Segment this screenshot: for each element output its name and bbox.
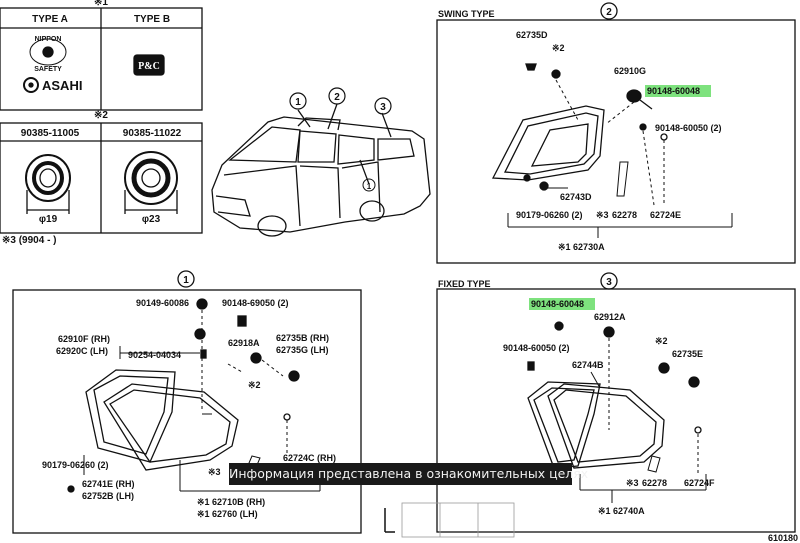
label-fixed-90148-60050: 90148-60050 (2)	[503, 343, 570, 353]
label-62912a: 62912A	[594, 312, 626, 322]
type-b-badge: P&C	[133, 54, 165, 76]
quarter-window-panel	[12, 270, 362, 534]
figure-code: 610180	[768, 533, 798, 543]
quarter-number: 1	[183, 275, 189, 286]
label-62740a: ※1 62740A	[598, 506, 645, 516]
label-swing-90148-60050: 90148-60050 (2)	[655, 123, 722, 133]
asahi-logo	[23, 77, 39, 93]
label-62744b: 62744B	[572, 360, 604, 370]
safety-text: SAFETY	[34, 66, 62, 73]
label-90254-04034: 90254-04034	[128, 350, 181, 360]
label-swing-90179-06260: 90179-06260 (2)	[516, 210, 583, 220]
marker-top: ※1	[94, 0, 108, 8]
label-fixed-90148-60048: 90148-60048	[531, 299, 584, 309]
fixed-type-number: 3	[606, 277, 612, 288]
label-swing-90148-60048: 90148-60048	[647, 86, 700, 96]
asahi-text: ASAHI	[42, 78, 82, 93]
type-a-header: TYPE A	[32, 14, 68, 25]
fixed-type-labels: FIXED TYPE 3 90148-60048 62912A 90148-60…	[438, 277, 715, 516]
label-fixed-mark2: ※2	[655, 336, 668, 346]
label-62730a: ※1 62730A	[558, 242, 605, 252]
label-swing-mark2: ※2	[552, 43, 565, 53]
swing-type-title: SWING TYPE	[438, 9, 495, 19]
label-fixed-62278: 62278	[642, 478, 667, 488]
info-banner: Информация представлена в ознакомительны…	[229, 463, 588, 485]
label-62743d: 62743D	[560, 192, 592, 202]
label-fixed-mark3: ※3	[626, 478, 639, 488]
svg-text:P&C: P&C	[138, 61, 160, 72]
label-swing-62278: 62278	[612, 210, 637, 220]
glass-type-table: P&C	[0, 7, 203, 234]
swing-type-labels: SWING TYPE 2 62735D ※2 62910G 90148-6004…	[438, 7, 722, 252]
table-text: ※1 TYPE A TYPE B NIPPON SAFETY ASAHI ※2 …	[2, 0, 182, 246]
label-swing-mark3: ※3	[596, 210, 609, 220]
nippon-text: NIPPON	[35, 36, 62, 43]
van-callout-1: 1	[295, 97, 301, 108]
highlight-swing-90148-60048	[645, 85, 711, 97]
fixed-type-title: FIXED TYPE	[438, 279, 491, 289]
swing-type-number: 2	[606, 7, 612, 18]
label-62735g: 62735G (LH)	[276, 345, 329, 355]
label-62724e: 62724E	[650, 210, 681, 220]
quarter-window-labels: 1 90149-60086 90148-69050 (2) 62910F (RH…	[42, 275, 336, 519]
label-quarter-90179-06260: 90179-06260 (2)	[42, 460, 109, 470]
van-illustration	[211, 103, 431, 237]
note-3: ※3 (9904 - )	[2, 235, 57, 246]
type-b-header: TYPE B	[134, 14, 170, 25]
label-62760: ※1 62760 (LH)	[197, 509, 258, 519]
fixed-type-panel	[436, 272, 796, 533]
highlight-fixed-90148-60048	[529, 298, 595, 310]
label-quarter-mark3: ※3	[208, 467, 221, 477]
label-62910g: 62910G	[614, 66, 646, 76]
nippon-safety-logo	[29, 38, 67, 66]
diameter-23: φ23	[142, 214, 161, 225]
label-90149-60086: 90149-60086	[136, 298, 189, 308]
label-62735d: 62735D	[516, 30, 548, 40]
label-62724f: 62724F	[684, 478, 715, 488]
label-62910f: 62910F (RH)	[58, 334, 110, 344]
label-62920c: 62920C (LH)	[56, 346, 108, 356]
part-90385-11005: 90385-11005	[21, 128, 80, 139]
label-90148-69050: 90148-69050 (2)	[222, 298, 289, 308]
swing-type-panel	[436, 2, 796, 264]
note-2-marker: ※2	[94, 110, 108, 121]
van-callout-2: 2	[334, 92, 340, 103]
grommet-left	[25, 154, 71, 214]
label-62735e: 62735E	[672, 349, 703, 359]
label-62918a: 62918A	[228, 338, 260, 348]
part-90385-11022: 90385-11022	[123, 128, 182, 139]
grommet-right	[124, 151, 178, 214]
label-quarter-mark2: ※2	[248, 380, 261, 390]
label-62741e: 62741E (RH)	[82, 479, 135, 489]
van-callout-3: 3	[380, 102, 386, 113]
label-62710b: ※1 62710B (RH)	[197, 497, 265, 507]
diameter-19: φ19	[39, 214, 58, 225]
van-callouts: 1 2 3 1	[289, 87, 392, 192]
label-62735b: 62735B (RH)	[276, 333, 329, 343]
van-callout-1b: 1	[367, 182, 372, 191]
label-62752b: 62752B (LH)	[82, 491, 134, 501]
label-62724c: 62724C (RH)	[283, 453, 336, 463]
mini-thumbnail	[384, 502, 515, 538]
